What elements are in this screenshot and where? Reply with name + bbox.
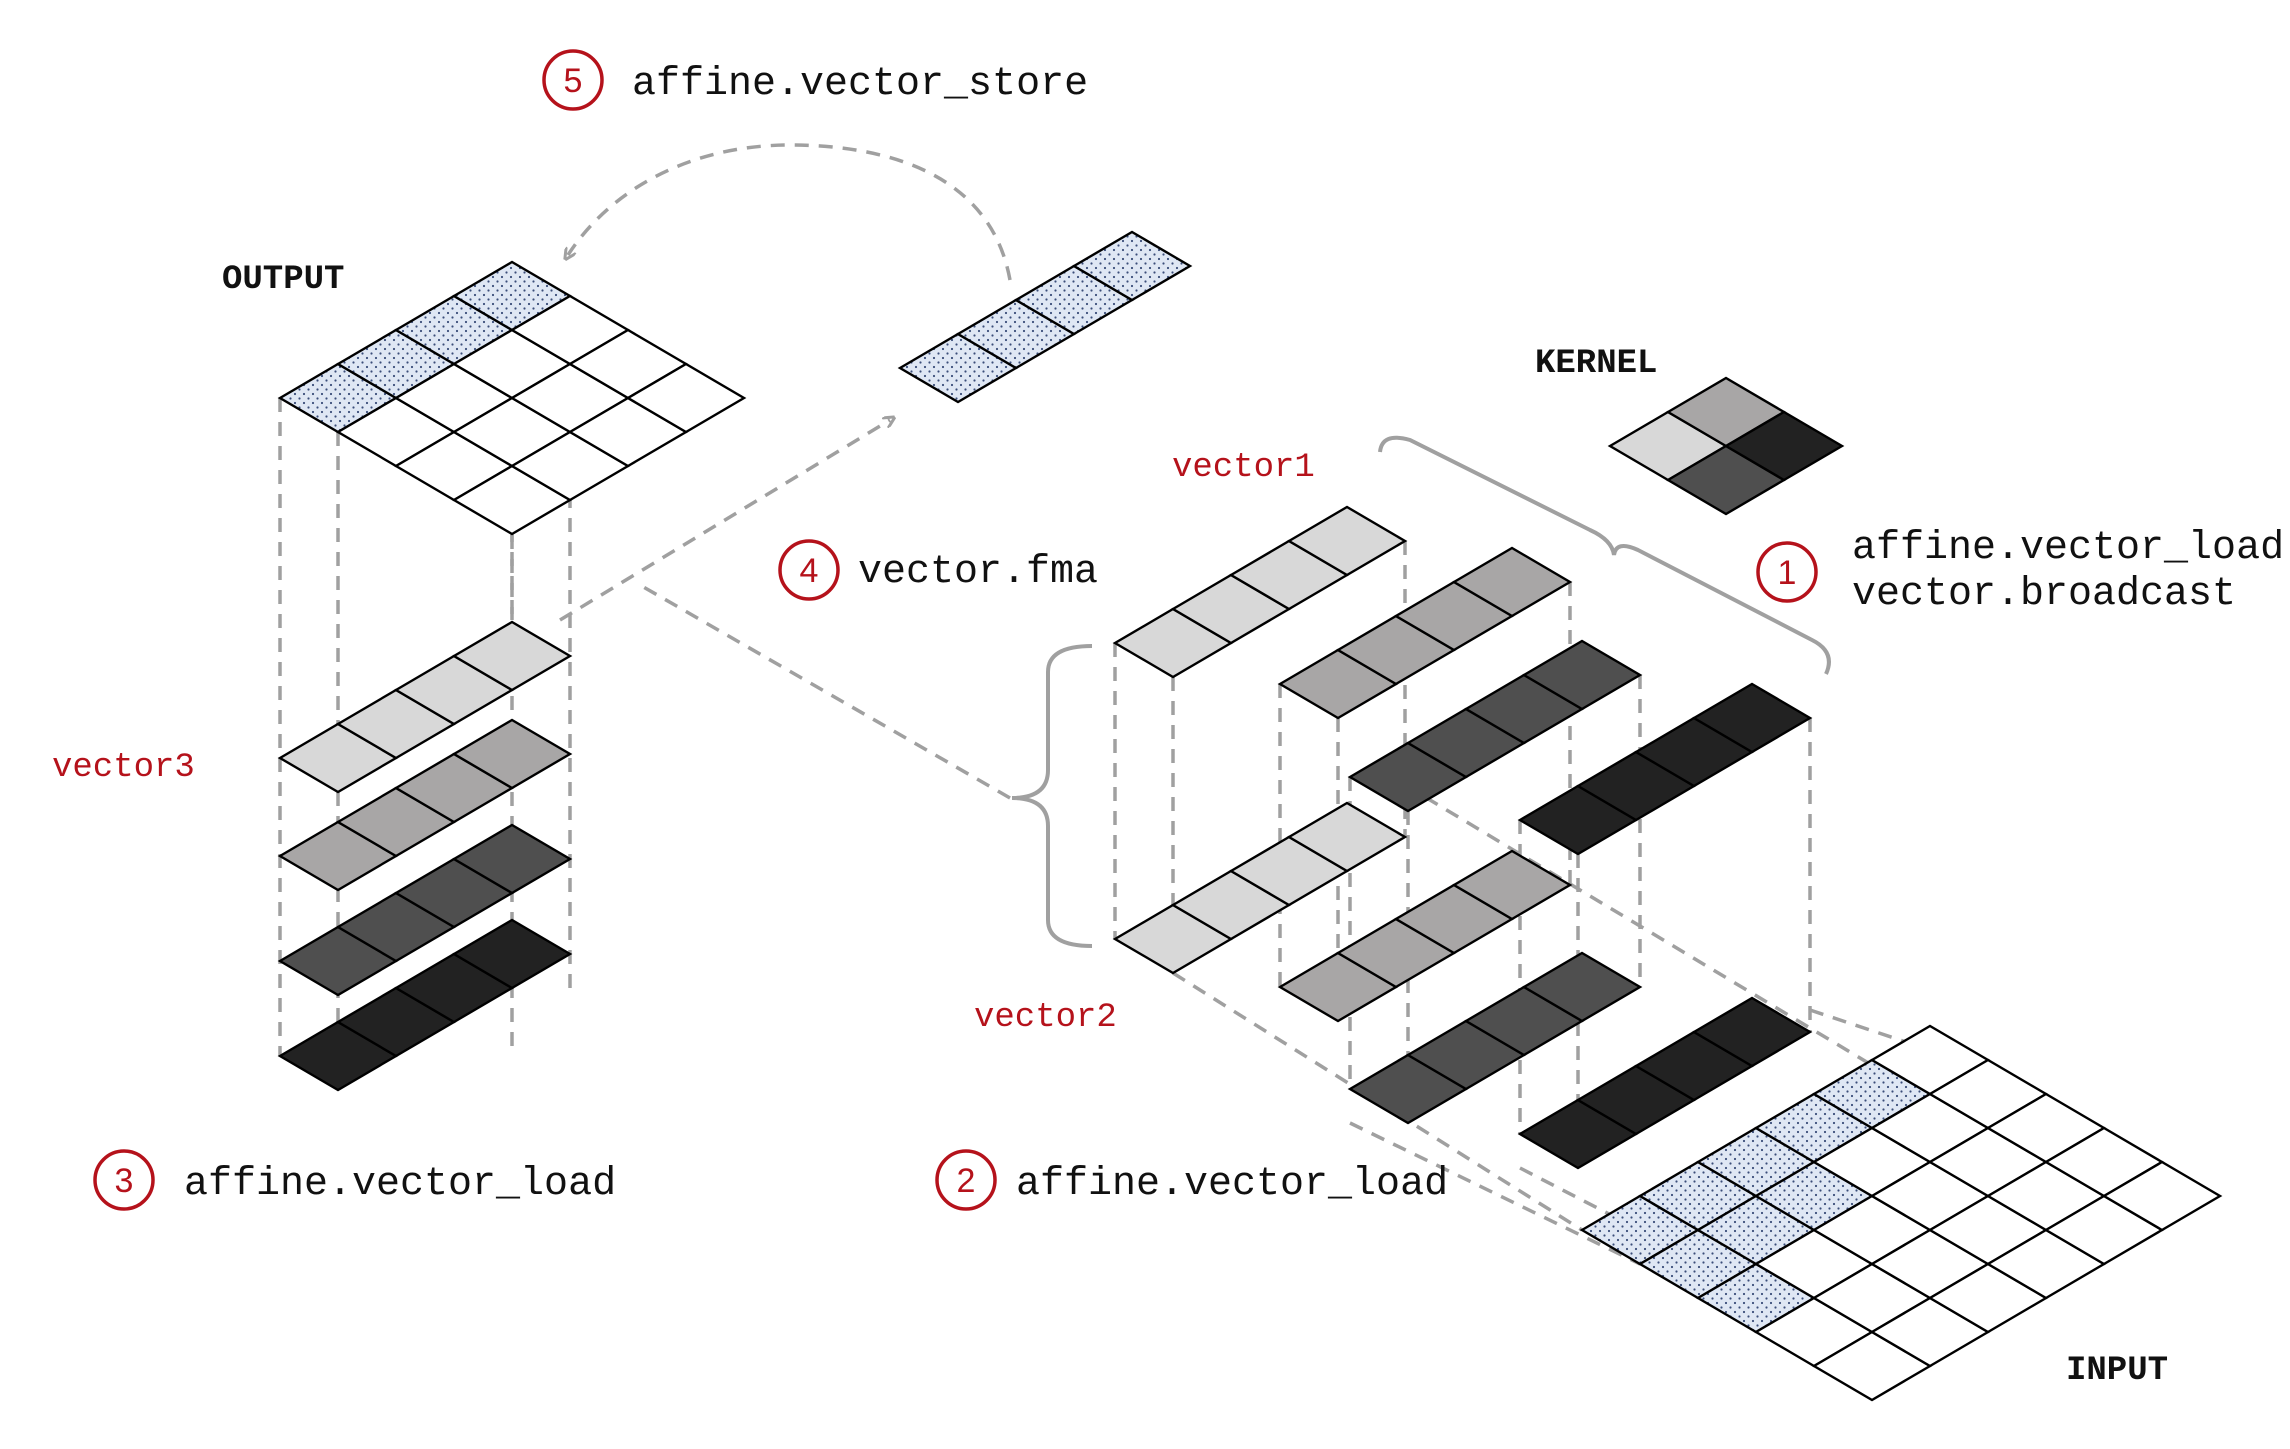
vector1-strip-cell <box>1691 682 1813 754</box>
step-1-line-1: affine.vector_load <box>1852 526 2284 571</box>
step-4-line-1: vector.fma <box>858 550 1098 595</box>
vector1-strip-cell <box>1286 505 1408 577</box>
vector3-strip <box>277 918 573 1092</box>
step-5-badge <box>542 49 604 111</box>
step-2-number: 2 <box>957 1162 976 1200</box>
vector2-strip <box>1517 996 1813 1170</box>
vector3-strip-cell <box>451 718 573 790</box>
vector1-strip-cell <box>1451 546 1573 618</box>
step-5: 5 affine.vector_store <box>542 49 1088 111</box>
vector1-strip <box>1112 505 1408 679</box>
vector2-strip <box>1112 801 1408 975</box>
vector2-strip-cell <box>1286 801 1408 873</box>
step-3: 3 affine.vector_load <box>93 1149 616 1211</box>
fma-input-line <box>639 583 1011 800</box>
step-4: 4 vector.fma <box>778 539 1098 601</box>
input-label: INPUT <box>2066 1352 2168 1390</box>
input-connector <box>1809 1008 1991 1072</box>
vector-group-brace <box>1011 644 1093 948</box>
input-connector <box>1404 783 1871 1066</box>
vector3-strip <box>277 620 573 794</box>
vector3-strip-cell <box>451 620 573 692</box>
step-1-badge <box>1756 541 1818 603</box>
vector1-strip <box>1347 639 1643 813</box>
vector1-strip <box>1517 682 1813 856</box>
grouping-braces <box>1011 435 1831 948</box>
vector3-label: vector3 <box>52 749 195 787</box>
step-3-badge <box>93 1149 155 1211</box>
step-2: 2 affine.vector_load <box>935 1149 1448 1211</box>
vector3-strip <box>277 823 573 997</box>
vector3-strip <box>277 718 573 892</box>
vector2-strip <box>1347 951 1643 1125</box>
output-grid-cell <box>625 362 747 434</box>
step-5-number: 5 <box>564 62 583 100</box>
step-3-line-1: affine.vector_load <box>184 1162 616 1207</box>
vector2-strip-cell <box>1521 951 1643 1023</box>
vector1-strip <box>1277 546 1573 720</box>
dashed-connectors <box>278 398 1991 1266</box>
kernel-grid-cell <box>1723 410 1845 482</box>
step-4-number: 4 <box>800 552 819 590</box>
data-flow-arrows <box>559 143 1012 800</box>
kernel-grid <box>1607 376 1845 516</box>
vector2-strip-cell <box>1451 849 1573 921</box>
input-connector <box>1349 1121 1641 1266</box>
step-3-number: 3 <box>115 1162 134 1200</box>
vector-strips <box>277 230 1813 1170</box>
input-grid <box>1579 1024 2223 1402</box>
step-1: 1 affine.vector_load vector.broadcast <box>1756 526 2284 617</box>
output-label: OUTPUT <box>222 261 344 299</box>
stored-vector-strip <box>897 230 1193 404</box>
vector3-strip-cell <box>451 918 573 990</box>
output-grid <box>277 260 747 536</box>
step-2-line-1: affine.vector_load <box>1016 1162 1448 1207</box>
step-5-line-1: affine.vector_store <box>632 62 1088 107</box>
step-1-number: 1 <box>1778 554 1797 592</box>
store-arrow <box>568 143 1012 281</box>
stored-vector-strip-cell <box>1071 230 1193 302</box>
step-1-line-2: vector.broadcast <box>1852 572 2236 617</box>
step-4-badge <box>778 539 840 601</box>
vector3-strip-cell <box>451 823 573 895</box>
kernel-label: KERNEL <box>1535 345 1657 383</box>
vector1-label: vector1 <box>1172 449 1315 487</box>
input-grid-cell <box>2101 1160 2223 1232</box>
grids <box>277 260 2223 1402</box>
vector2-strip-cell <box>1691 996 1813 1068</box>
vector1-strip-cell <box>1521 639 1643 711</box>
fma-arrow <box>559 420 890 622</box>
vector2-label: vector2 <box>974 999 1117 1037</box>
step-2-badge <box>935 1149 997 1211</box>
vector2-strip <box>1277 849 1573 1023</box>
kernel-broadcast-brace <box>1378 435 1831 675</box>
